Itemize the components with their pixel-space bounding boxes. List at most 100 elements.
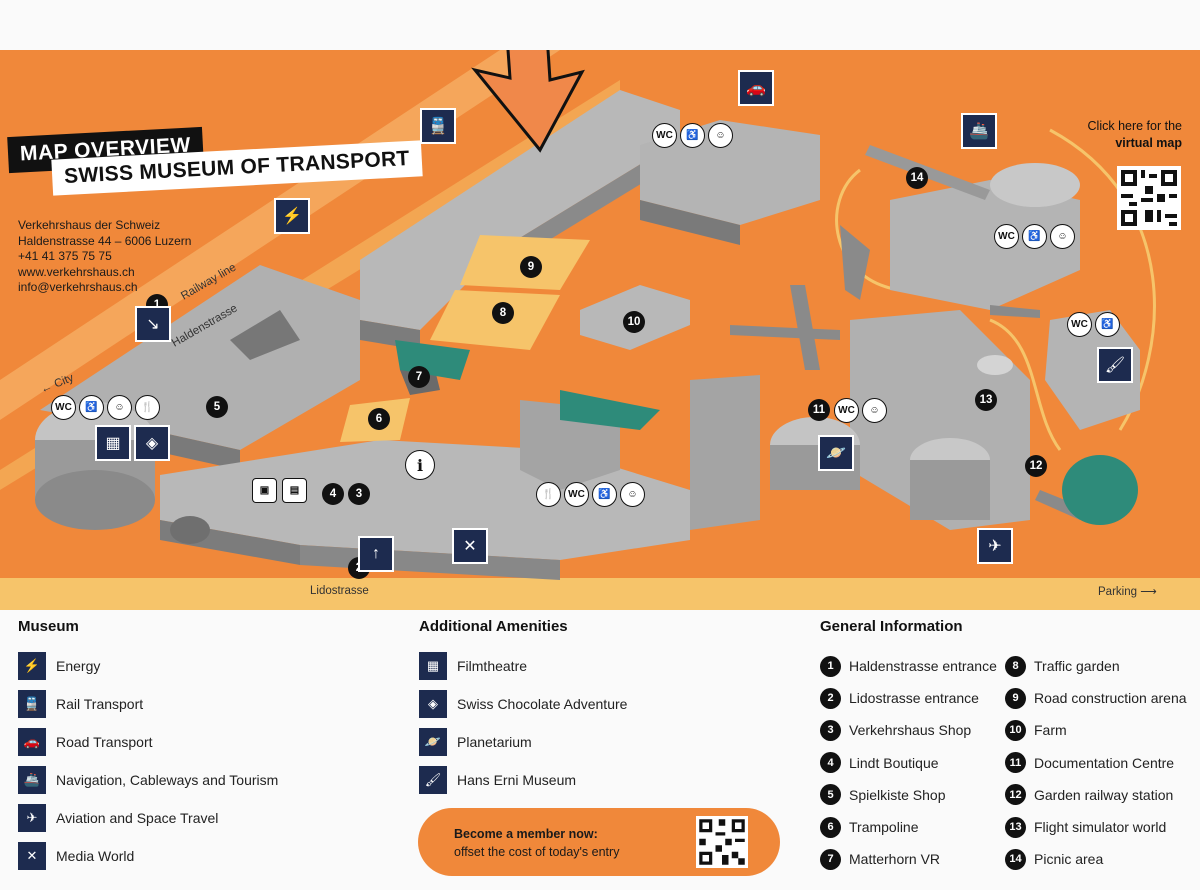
general-label: Flight simulator world: [1034, 819, 1167, 836]
general-item: 7 Matterhorn VR: [820, 843, 997, 875]
general-label: Verkehrshaus Shop: [849, 722, 972, 739]
general-number: 4: [820, 752, 841, 774]
ship-icon: 🚢: [18, 766, 46, 794]
general-number: 7: [820, 848, 841, 870]
marker-12[interactable]: 12: [1025, 455, 1047, 477]
legend-item-label: Filmtheatre: [457, 658, 528, 674]
legend-general-right: 8 Traffic garden 9 Road construction arena…: [1005, 650, 1187, 890]
restaurant-icon: 🍴: [536, 482, 561, 507]
car-icon[interactable]: 🚗: [738, 70, 774, 106]
general-item: 4 Lindt Boutique: [820, 747, 997, 779]
paintbrush-icon[interactable]: 🖌: [1097, 347, 1133, 383]
cocoa-bean-icon[interactable]: ◈: [134, 425, 170, 461]
info-icon[interactable]: i: [405, 450, 435, 480]
legend-item-media: ✕ Media World: [18, 837, 278, 875]
general-item: 13 Flight simulator world: [1005, 811, 1187, 843]
marker-9[interactable]: 9: [520, 256, 542, 278]
general-number: 5: [820, 784, 841, 806]
legend-item-label: Rail Transport: [56, 696, 144, 712]
legend-item-energy: ⚡ Energy: [18, 647, 278, 685]
general-number: 9: [1005, 687, 1026, 709]
wc-icon: WC: [834, 398, 859, 423]
film-icon[interactable]: ▦: [95, 425, 131, 461]
general-label: Trampoline: [849, 819, 919, 836]
general-number: 12: [1005, 784, 1026, 806]
marker-14[interactable]: 14: [906, 167, 928, 189]
legend-item-filmtheatre: ▦ Filmtheatre: [419, 647, 627, 685]
legend-general-title: General Information: [820, 618, 963, 635]
membership-banner[interactable]: Become a member now: offset the cost of …: [418, 808, 780, 876]
train-icon[interactable]: 🚆: [420, 108, 456, 144]
legend-item-chocolate: ◈ Swiss Chocolate Adventure: [419, 685, 627, 723]
virtual-map-link[interactable]: Click here for the virtual map: [1088, 118, 1182, 152]
general-label: Picnic area: [1034, 851, 1104, 868]
general-number: 13: [1005, 816, 1026, 838]
general-number: 8: [1005, 655, 1026, 677]
address-block: Verkehrshaus der Schweiz Haldenstrasse 4…: [18, 218, 191, 296]
baby-changing-icon: ☺: [708, 123, 733, 148]
wheelchair-icon: ♿: [592, 482, 617, 507]
car-icon: 🚗: [18, 728, 46, 756]
legend-item-label: Energy: [56, 658, 101, 674]
marker-8[interactable]: 8: [492, 302, 514, 324]
lightning-icon: ⚡: [18, 652, 46, 680]
general-label: Lindt Boutique: [849, 754, 939, 771]
marker-11[interactable]: 11: [808, 399, 830, 421]
baby-changing-icon: ☺: [620, 482, 645, 507]
entrance-arrow-icon[interactable]: ↑: [358, 536, 394, 572]
membership-headline: Become a member now:: [454, 825, 619, 843]
legend-item-label: Swiss Chocolate Adventure: [457, 696, 628, 712]
lightning-icon[interactable]: ⚡: [274, 198, 310, 234]
address-web[interactable]: www.verkehrshaus.ch: [18, 264, 135, 279]
entrance-arrow-icon[interactable]: ↘: [135, 306, 171, 342]
membership-qr-code[interactable]: [696, 816, 748, 868]
planet-icon[interactable]: 🪐: [818, 435, 854, 471]
legend-item-hans-erni: 🖌 Hans Erni Museum: [419, 761, 627, 799]
paintbrush-icon: 🖌: [419, 766, 447, 794]
address-email[interactable]: info@verkehrshaus.ch: [18, 280, 138, 294]
marker-4[interactable]: 4: [322, 483, 344, 505]
marker-13[interactable]: 13: [975, 389, 997, 411]
parking-label: Parking ⟶: [1098, 586, 1157, 598]
airplane-icon: ✈: [18, 804, 46, 832]
general-label: Documentation Centre: [1034, 754, 1175, 771]
airplane-icon[interactable]: ✈: [977, 528, 1013, 564]
general-label: Haldenstrasse entrance: [849, 658, 997, 675]
legend-item-rail: 🚆 Rail Transport: [18, 685, 278, 723]
legend-item-label: Road Transport: [56, 734, 153, 750]
virtual-map-bold: virtual map: [1115, 136, 1182, 150]
marker-10[interactable]: 10: [623, 311, 645, 333]
cable-car-icon: ▣: [252, 478, 277, 503]
general-item: 9 Road construction arena: [1005, 682, 1187, 714]
legend-item-aviation: ✈ Aviation and Space Travel: [18, 799, 278, 837]
train-icon: 🚆: [18, 690, 46, 718]
legend-item-label: Navigation, Cableways and Tourism: [56, 772, 279, 788]
ship-icon[interactable]: 🚢: [961, 113, 997, 149]
general-label: Road construction arena: [1034, 690, 1187, 707]
general-label: Traffic garden: [1034, 658, 1120, 675]
legend-item-label: Planetarium: [457, 734, 532, 750]
address-phone[interactable]: +41 41 375 75 75: [18, 249, 112, 263]
wc-icon: WC: [564, 482, 589, 507]
baby-changing-icon: ☺: [107, 395, 132, 420]
marker-7[interactable]: 7: [408, 366, 430, 388]
baby-changing-icon: ☺: [1050, 224, 1075, 249]
membership-subtext: offset the cost of today's entry: [454, 845, 620, 859]
restaurant-icon: 🍴: [135, 395, 160, 420]
legend-item-label: Hans Erni Museum: [457, 772, 577, 788]
film-icon: ▦: [419, 652, 447, 680]
directors-chair-icon: ✕: [18, 842, 46, 870]
directors-chair-icon[interactable]: ✕: [452, 528, 488, 564]
general-label: Spielkiste Shop: [849, 786, 946, 803]
address-name: Verkehrshaus der Schweiz: [18, 218, 161, 232]
marker-5[interactable]: 5: [206, 396, 228, 418]
marker-3[interactable]: 3: [348, 483, 370, 505]
marker-6[interactable]: 6: [368, 408, 390, 430]
wc-icon: WC: [51, 395, 76, 420]
parking-label-text: Parking: [1098, 586, 1137, 598]
general-label: Matterhorn VR: [849, 851, 941, 868]
virtual-map-qr-code[interactable]: [1117, 166, 1181, 230]
